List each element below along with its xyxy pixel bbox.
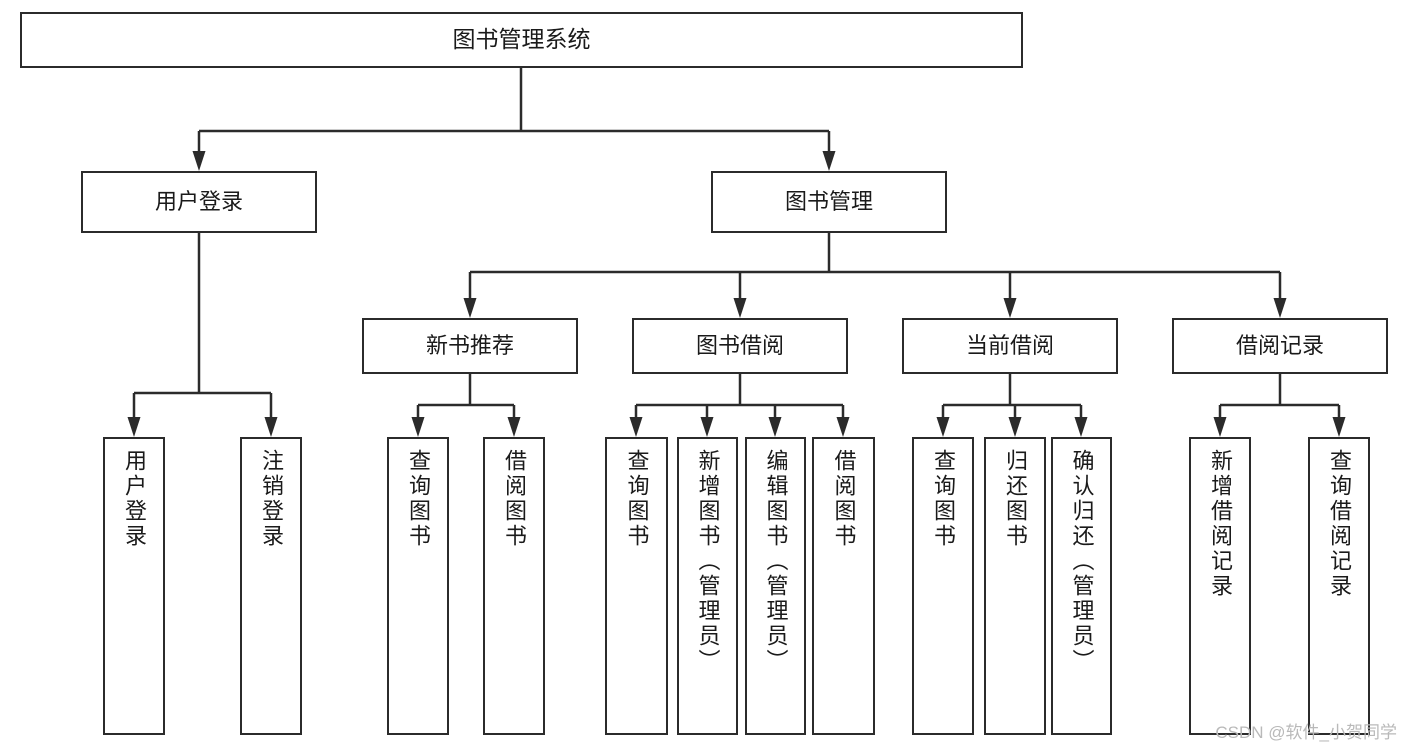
book-borrow-rail [636,374,843,407]
arrow-to-cur-confirm [1074,405,1088,437]
node-label: 新书推荐 [425,332,514,358]
node-label: 查询图书 [406,449,431,549]
node-l3-book-borrow[interactable]: 图书借阅 [632,318,848,374]
arrow-to-borrow-edit-book [768,405,782,437]
arrow-to-current-borrow [1003,272,1017,318]
node-label: 查询图书 [931,449,956,549]
node-label: 借阅记录 [1235,332,1324,358]
node-label: 新增图书（管理员） [695,449,721,674]
arrow-to-cur-query-book [936,405,950,437]
node-label: 借阅图书 [831,449,857,549]
node-leaf-rec-query-record[interactable]: 查询借阅记录 [1308,437,1370,735]
root-rail [199,68,829,133]
borrow-record-rail [1220,374,1339,407]
arrow-to-borrow-record [1273,272,1287,318]
arrow-to-rec-query-book [411,405,425,437]
node-label: 注销登录 [259,449,284,549]
node-leaf-user-login[interactable]: 用户登录 [103,437,165,735]
node-label: 图书管理系统 [452,26,591,53]
node-label: 图书借阅 [695,332,784,358]
arrow-to-user-login [192,131,206,171]
node-l3-borrow-record[interactable]: 借阅记录 [1172,318,1388,374]
node-leaf-borrow-add-book[interactable]: 新增图书（管理员） [677,437,738,735]
node-label: 查询图书 [624,449,650,549]
node-leaf-cur-return-book[interactable]: 归还图书 [984,437,1046,735]
node-leaf-borrow-query-book[interactable]: 查询图书 [605,437,668,735]
node-leaf-rec-add-record[interactable]: 新增借阅记录 [1189,437,1251,735]
new-book-rec-rail [418,374,514,407]
node-leaf-borrow-borrow-book[interactable]: 借阅图书 [812,437,875,735]
arrow-to-rec-borrow-book [507,405,521,437]
book-manage-rail [470,233,1280,274]
node-leaf-rec-borrow-book[interactable]: 借阅图书 [483,437,545,735]
arrow-to-book-borrow [733,272,747,318]
arrow-to-leaf-user-logout [264,393,278,437]
arrow-to-borrow-borrow-book [836,405,850,437]
user-login-rail [134,233,271,395]
node-root[interactable]: 图书管理系统 [20,12,1023,68]
node-l3-new-book-rec[interactable]: 新书推荐 [362,318,578,374]
node-l2-book-manage[interactable]: 图书管理 [711,171,947,233]
node-leaf-borrow-edit-book[interactable]: 编辑图书（管理员） [745,437,806,735]
arrow-to-borrow-add-book [700,405,714,437]
current-borrow-rail [943,374,1081,407]
arrow-to-rec-query-record [1332,405,1346,437]
node-label: 当前借阅 [965,332,1054,358]
node-leaf-cur-confirm-return[interactable]: 确认归还（管理员） [1051,437,1112,735]
node-label: 确认归还（管理员） [1069,449,1095,674]
node-label: 归还图书 [1003,449,1028,549]
node-label: 借阅图书 [502,449,527,549]
arrow-to-rec-add-record [1213,405,1227,437]
node-leaf-cur-query-book[interactable]: 查询图书 [912,437,974,735]
node-l2-user-login[interactable]: 用户登录 [81,171,317,233]
node-label: 图书管理 [784,188,873,214]
node-leaf-user-logout[interactable]: 注销登录 [240,437,302,735]
node-label: 查询借阅记录 [1327,449,1352,599]
node-label: 编辑图书（管理员） [763,449,789,674]
arrow-to-borrow-query-book [629,405,643,437]
node-leaf-rec-query-book[interactable]: 查询图书 [387,437,449,735]
node-label: 用户登录 [122,449,147,549]
node-label: 用户登录 [154,188,243,214]
arrow-to-leaf-user-login [127,393,141,437]
watermark-text: CSDN @软件_小贺同学 [1215,723,1397,742]
arrow-to-new-book-rec [463,272,477,318]
arrow-to-cur-return-book [1008,405,1022,437]
arrow-to-book-manage [822,131,836,171]
node-label: 新增借阅记录 [1208,449,1233,599]
node-l3-current-borrow[interactable]: 当前借阅 [902,318,1118,374]
